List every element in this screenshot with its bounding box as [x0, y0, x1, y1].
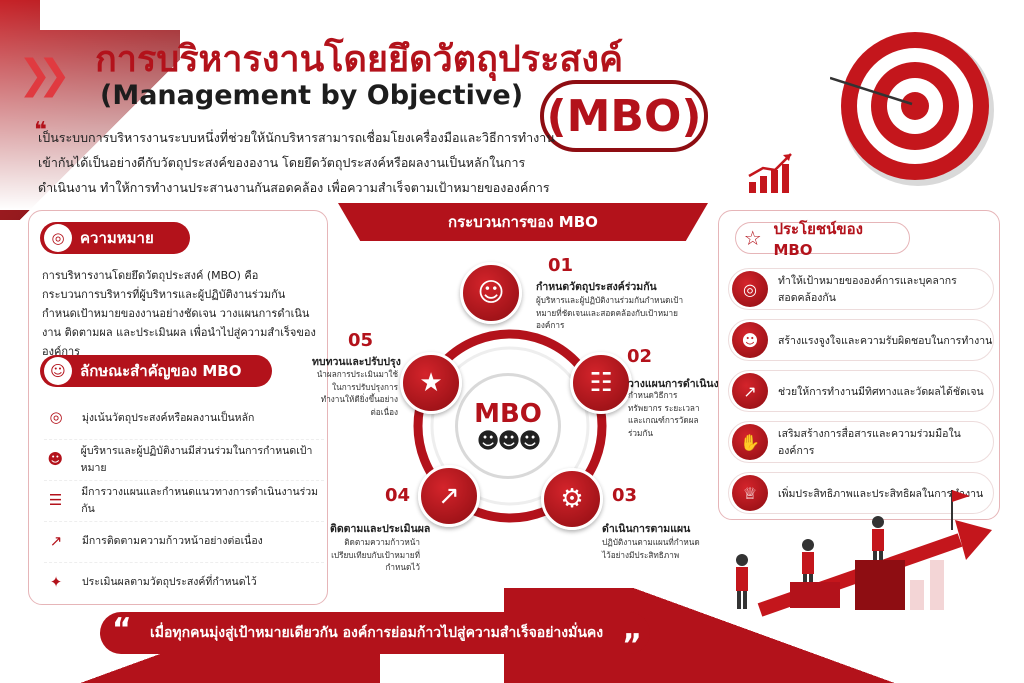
list-item: ◎ ทำให้เป้าหมายขององค์การและบุคลากรสอดคล…	[728, 268, 994, 310]
team-icon: ☻☻☻	[476, 428, 542, 454]
star-icon: ☆	[740, 224, 766, 252]
characteristics-list: ◎ มุ่งเน้นวัตถุประสงค์หรือผลงานเป็นหลัก …	[44, 398, 324, 603]
list-item-label: สร้างแรงจูงใจและความรับผิดชอบในการทำงาน	[778, 334, 993, 347]
step-description: ผู้บริหารและผู้ปฏิบัติงานร่วมกันกำหนดเป้…	[536, 295, 684, 330]
process-center-label: MBO	[474, 398, 542, 429]
list-item-label: เสริมสร้างการสื่อสารและความร่วมมือในองค์…	[778, 428, 961, 457]
step-description: ติดตามความก้าวหน้า เปรียบเทียบกับเป้าหมา…	[331, 537, 420, 572]
step-number: 03	[612, 485, 638, 506]
intro-quote-icon: ❝	[34, 118, 47, 143]
list-item-label: ช่วยให้การทำงานมีทิศทางและวัดผลได้ชัดเจน	[778, 385, 984, 398]
target-icon: ◎	[732, 271, 768, 307]
process-heading: กระบวนการของ MBO	[338, 203, 708, 241]
list-item-label: เพิ่มประสิทธิภาพและประสิทธิผลในการทำงาน	[778, 487, 984, 500]
benefits-heading: ☆ ประโยชน์ของ MBO	[735, 220, 910, 259]
characteristics-heading: ☺ ลักษณะสำคัญของ MBO	[40, 355, 272, 387]
cycle-ring	[413, 329, 607, 523]
closing-quote-banner: เมื่อทุกคนมุ่งสู่เป้าหมายเดียวกัน องค์กา…	[100, 612, 650, 654]
list-item: ☰ มีการวางแผนและกำหนดแนวทางการดำเนินงานร…	[44, 480, 324, 518]
chart-icon: ↗	[49, 531, 63, 550]
step-description: นำผลการประเมินมาใช้ในการปรับปรุงการทำงาน…	[316, 369, 398, 417]
step-title: ดำเนินการตามแผน	[602, 523, 691, 535]
step-title: กำหนดวัตถุประสงค์ร่วมกัน	[536, 281, 657, 293]
list-item-label: มีการวางแผนและกำหนดแนวทางการดำเนินงานร่ว…	[81, 485, 319, 515]
quote-open-icon: “	[112, 612, 132, 647]
list-item: ↗ ช่วยให้การทำงานมีทิศทางและวัดผลได้ชัดเ…	[728, 370, 994, 412]
people-icon: ☺	[44, 357, 72, 385]
benefits-panel	[718, 210, 1000, 520]
list-item: ☻ ผู้บริหารและผู้ปฏิบัติงานมีส่วนร่วมในก…	[44, 439, 324, 477]
award-icon: ★	[400, 352, 462, 414]
list-item: ◎ มุ่งเน้นวัตถุประสงค์หรือผลงานเป็นหลัก	[44, 398, 324, 436]
trophy-icon: ♕	[732, 475, 768, 511]
step-title: วางแผนการดำเนินงาน	[628, 378, 732, 390]
step-title: ติดตามและประเมินผล	[330, 523, 431, 535]
handshake-icon: ✋	[732, 424, 768, 460]
step-number: 04	[385, 485, 411, 506]
process-center: MBO ☻☻☻	[458, 376, 558, 476]
meaning-heading: ◎ ความหมาย	[40, 222, 190, 254]
meaning-heading-label: ความหมาย	[80, 229, 154, 247]
list-item-label: ประเมินผลตามวัตถุประสงค์ที่กำหนดไว้	[82, 576, 257, 588]
team-icon: ☻	[732, 322, 768, 358]
page-title-english: (Management by Objective)	[100, 80, 524, 111]
mbo-badge: (MBO)	[540, 80, 708, 152]
benefits-heading-label: ประโยชน์ของ MBO	[773, 220, 863, 259]
list-item: ↗ มีการติดตามความก้าวหน้าอย่างต่อเนื่อง	[44, 521, 324, 559]
list-item-label: มุ่งเน้นวัตถุประสงค์หรือผลงานเป็นหลัก	[82, 411, 255, 424]
target-icon: ◎	[44, 224, 72, 252]
list-item: ♕ เพิ่มประสิทธิภาพและประสิทธิผลในการทำงา…	[728, 472, 994, 514]
checklist-icon: ☰	[48, 490, 63, 509]
intro-paragraph: เป็นระบบการบริหารงานระบบหนึ่งที่ช่วยให้น…	[38, 130, 555, 195]
closing-quote-text: เมื่อทุกคนมุ่งสู่เป้าหมายเดียวกัน องค์กา…	[150, 625, 604, 641]
step-description: กำหนดวิธีการ ทรัพยากร ระยะเวลา และเกณฑ์ก…	[628, 390, 700, 438]
list-item-label: ผู้บริหารและผู้ปฏิบัติงานมีส่วนร่วมในการ…	[80, 444, 313, 474]
header-strip	[40, 0, 520, 30]
step-number: 02	[627, 346, 653, 367]
growth-chart-icon: ↗	[418, 465, 480, 527]
benefits-list: ◎ ทำให้เป้าหมายขององค์การและบุคลากรสอดคล…	[728, 268, 994, 523]
team-chat-icon: ☺	[460, 262, 522, 324]
list-item-label: ทำให้เป้าหมายขององค์การและบุคลากรสอดคล้อ…	[778, 275, 957, 304]
team-climbing-illustration	[736, 490, 992, 617]
team-icon: ☻	[47, 449, 64, 468]
list-item: ☻ สร้างแรงจูงใจและความรับผิดชอบในการทำงา…	[728, 319, 994, 361]
step-description: ปฏิบัติงานตามแผนที่กำหนดไว้อย่างมีประสิท…	[602, 537, 700, 560]
step-number: 05	[348, 330, 374, 351]
gear-icon: ⚙	[541, 468, 603, 530]
target-arrow-icon	[830, 32, 994, 186]
chevrons-decor-icon: ❯❯	[18, 52, 71, 98]
step-title: ทบทวนและปรับปรุง	[312, 356, 401, 368]
target-icon: ◎	[49, 408, 63, 426]
chart-icon: ↗	[732, 373, 768, 409]
mini-growth-chart-icon	[748, 153, 792, 193]
characteristics-heading-label: ลักษณะสำคัญของ MBO	[80, 362, 242, 380]
meaning-text: การบริหารงานโดยยึดวัตถุประสงค์ (MBO) คือ…	[42, 269, 316, 358]
clipboard-icon: ☷	[570, 352, 632, 414]
quote-close-icon: ”	[622, 628, 642, 663]
list-item: ✦ ประเมินผลตามวัตถุประสงค์ที่กำหนดไว้	[44, 562, 324, 600]
page-title-thai: การบริหารงานโดยยึดวัตถุประสงค์	[95, 39, 624, 80]
list-item: ✋ เสริมสร้างการสื่อสารและความร่วมมือในอง…	[728, 421, 994, 463]
left-info-panel	[28, 210, 328, 605]
step-number: 01	[548, 255, 574, 276]
list-item-label: มีการติดตามความก้าวหน้าอย่างต่อเนื่อง	[82, 535, 263, 547]
medal-icon: ✦	[49, 572, 63, 591]
